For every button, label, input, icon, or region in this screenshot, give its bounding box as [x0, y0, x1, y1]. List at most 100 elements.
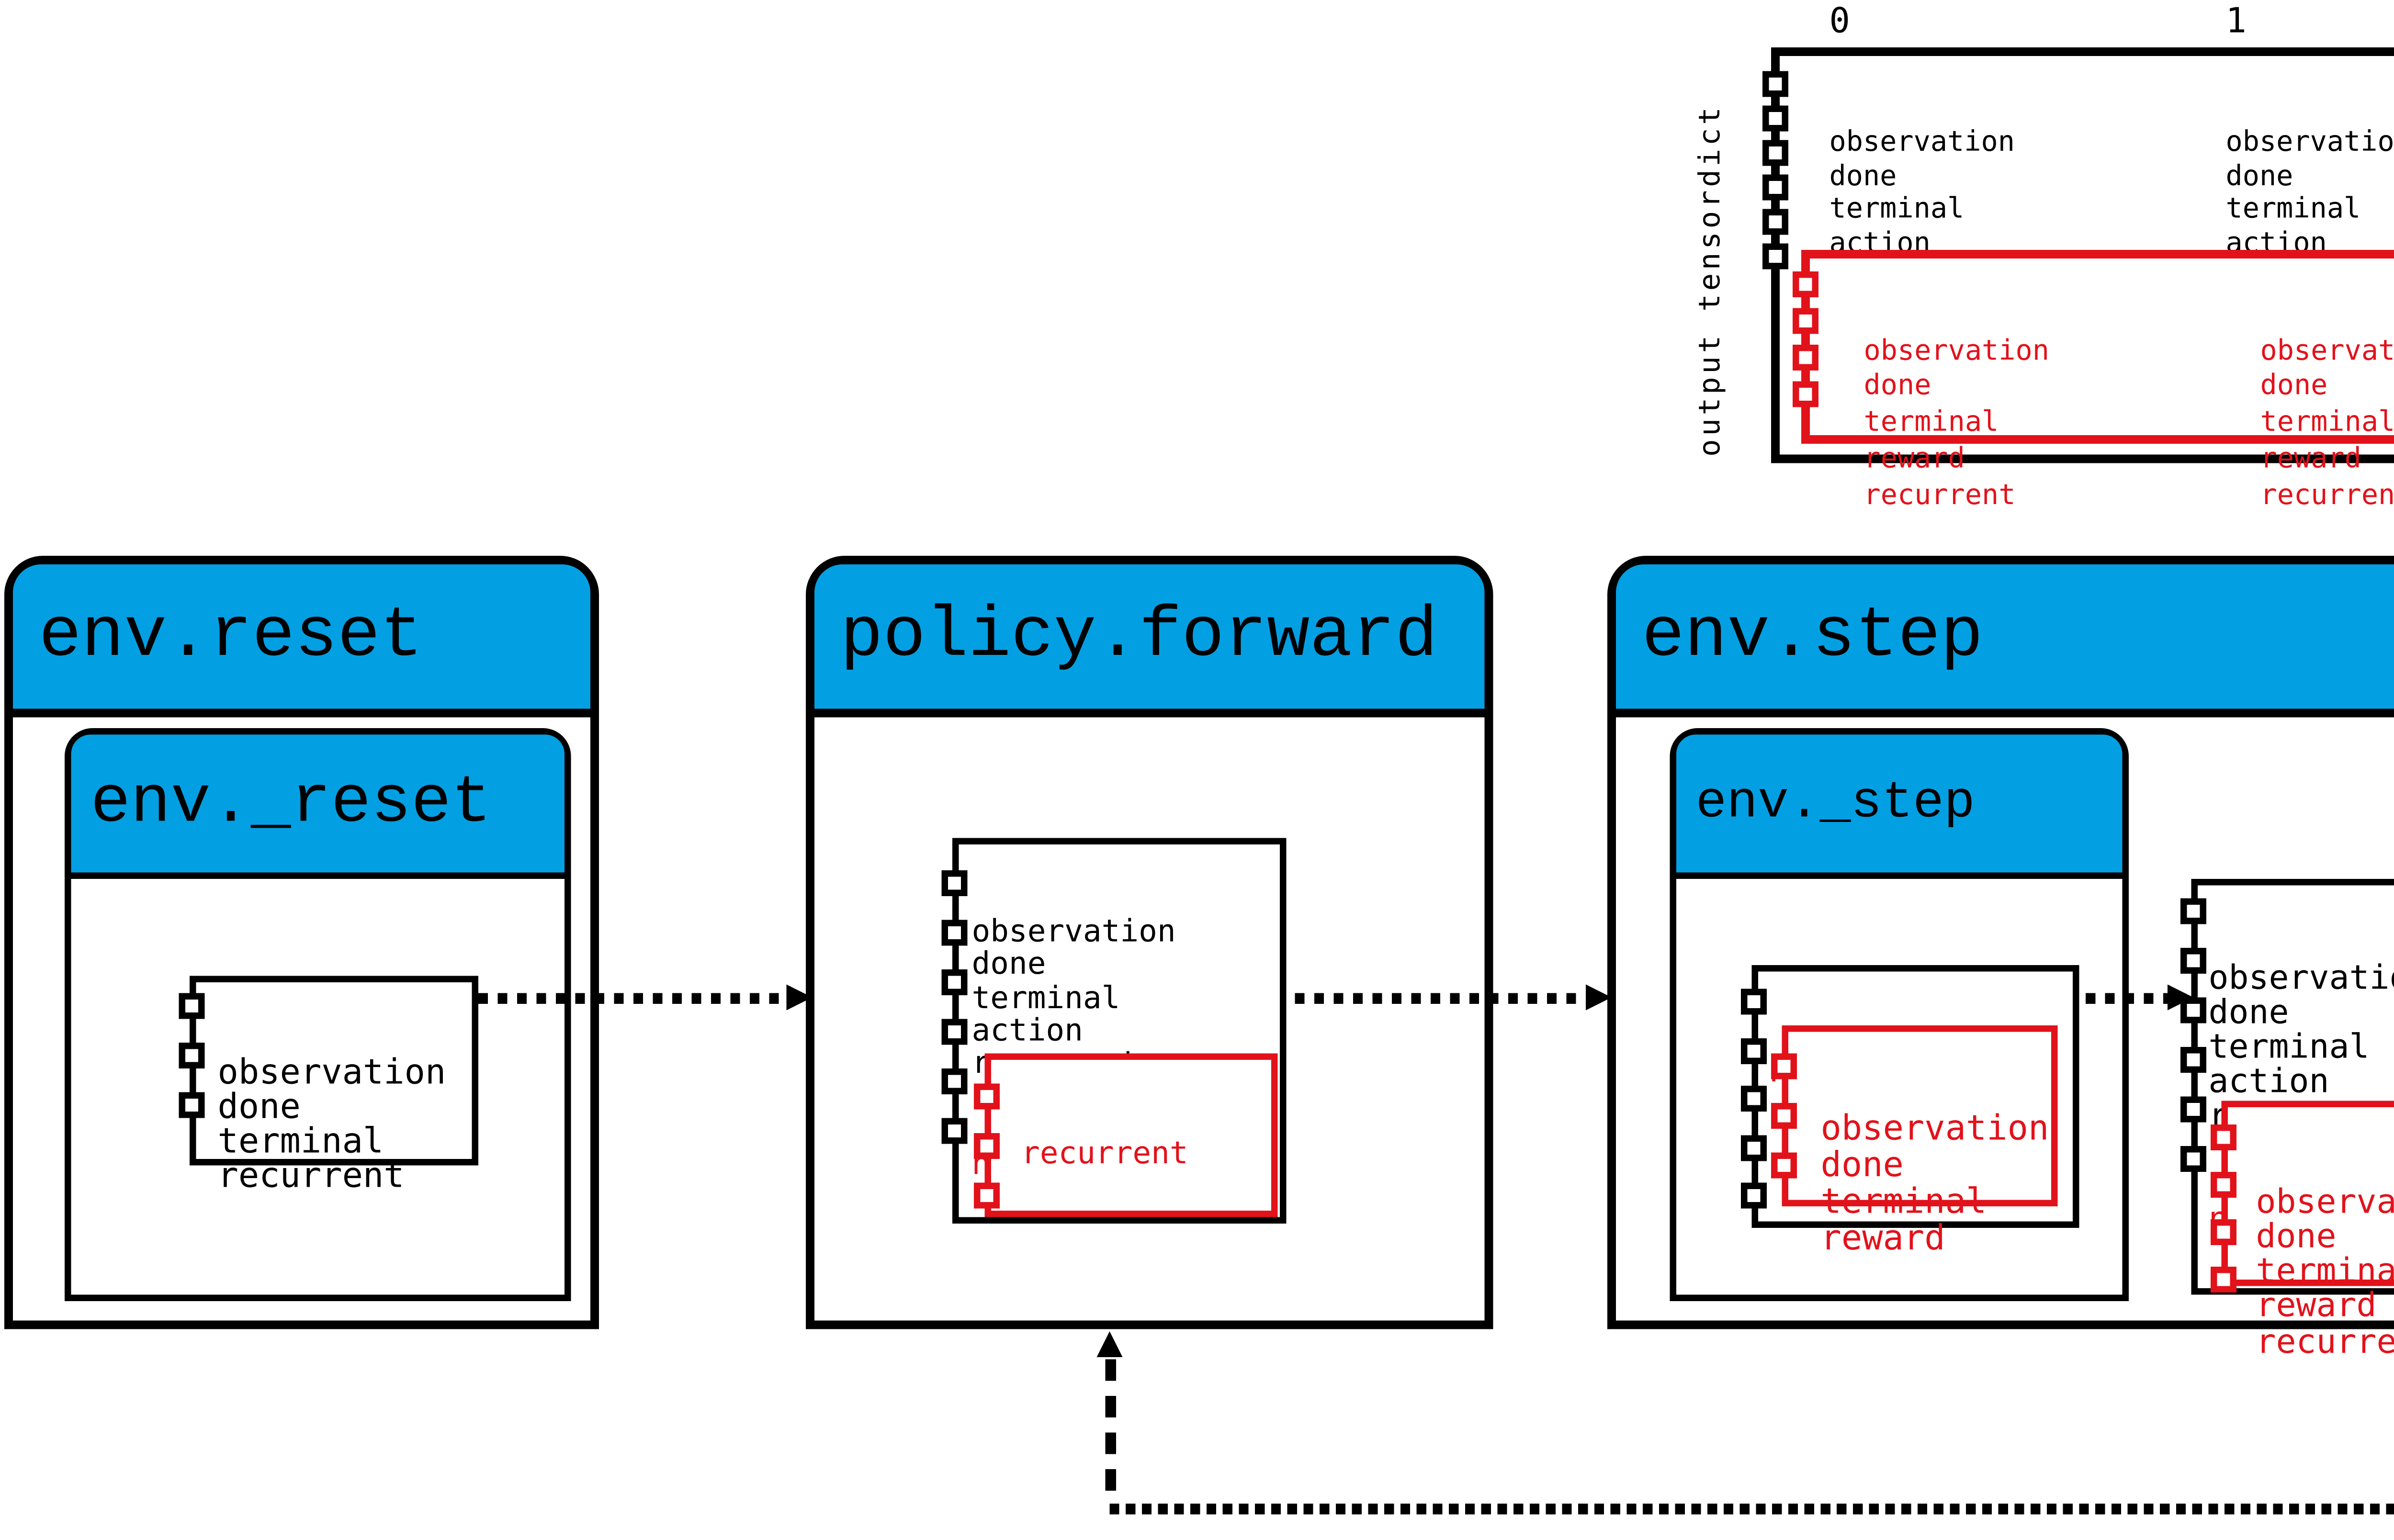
- td-key: action: [971, 1014, 1083, 1049]
- arrowhead-feedback-to-policy-icon: [1096, 1331, 1123, 1357]
- td-key: done: [1829, 160, 1897, 193]
- key-square-icon: [1741, 989, 1767, 1015]
- key-square-icon: [2180, 1047, 2206, 1073]
- policy-forward-header: policy.forward: [814, 564, 1485, 718]
- key-square-icon: [1762, 105, 1788, 132]
- policy-next-tensordict-keys: recurrent: [1021, 1068, 1188, 1241]
- key-square-icon: [179, 993, 205, 1019]
- td-key: observation: [1820, 1107, 2049, 1148]
- policy-forward-title: policy.forward: [840, 596, 1438, 676]
- key-square-icon: [1741, 1086, 1767, 1112]
- td-key: recurrent: [2260, 480, 2394, 513]
- key-square-icon: [1793, 345, 1818, 371]
- td-key: recurrent: [1863, 480, 2016, 513]
- td-key: done: [2256, 1217, 2337, 1256]
- td-key: done: [2260, 371, 2328, 404]
- td-key: terminal: [2260, 407, 2394, 440]
- td-key: observation: [2256, 1181, 2394, 1221]
- key-square-icon: [1762, 174, 1788, 201]
- key-square-icon: [1771, 1053, 1797, 1079]
- td-key: done: [971, 948, 1046, 983]
- output-tensordict-side-label: output tensordict: [1694, 104, 1728, 457]
- env-reset-title: env.reset: [39, 596, 423, 676]
- td-key: done: [2208, 993, 2289, 1032]
- td-key: done: [2225, 160, 2293, 193]
- td-key: action: [2208, 1062, 2329, 1101]
- td-key: terminal: [1829, 194, 1965, 226]
- key-square-icon: [2180, 1096, 2206, 1123]
- key-square-icon: [941, 920, 968, 946]
- key-square-icon: [941, 870, 968, 896]
- td-key: done: [1863, 371, 1931, 404]
- key-square-icon: [1771, 1152, 1797, 1179]
- key-square-icon: [2211, 1124, 2236, 1150]
- arrow-policy-to-step: [1295, 993, 1590, 1003]
- key-square-icon: [941, 1118, 968, 1144]
- td-key: recurrent: [2256, 1322, 2394, 1361]
- td-key: terminal: [217, 1120, 384, 1161]
- arrowhead-internal-step-to-result-icon: [2168, 984, 2193, 1011]
- key-square-icon: [2180, 1146, 2206, 1172]
- arrow-reset-to-policy: [478, 993, 791, 1003]
- td-key: observation: [1863, 335, 2049, 368]
- key-square-icon: [1762, 71, 1788, 97]
- policy-next-tensordict-box: recurrent: [974, 1053, 1278, 1217]
- key-square-icon: [1741, 1037, 1767, 1063]
- key-square-icon: [1762, 140, 1788, 166]
- key-square-icon: [1793, 381, 1818, 407]
- env-reset-header: env.reset: [13, 564, 590, 718]
- key-square-icon: [2211, 1219, 2236, 1245]
- td-key: reward: [2260, 443, 2361, 476]
- td-key: terminal: [2208, 1027, 2370, 1067]
- key-square-icon: [2180, 898, 2206, 924]
- key-square-icon: [2211, 1172, 2236, 1198]
- key-square-icon: [941, 1019, 968, 1045]
- key-square-icon: [974, 1133, 1000, 1159]
- key-square-icon: [1762, 209, 1788, 235]
- arrow-internal-step-to-result: [2086, 993, 2172, 1003]
- td-key: done: [1820, 1143, 1904, 1184]
- td-key: observation: [2208, 958, 2394, 998]
- key-square-icon: [1741, 1134, 1767, 1160]
- key-square-icon: [2180, 948, 2206, 974]
- env-internal-reset-title: env._reset: [90, 765, 492, 842]
- td-key: recurrent: [1021, 1137, 1188, 1172]
- td-key: observation: [1829, 127, 2015, 160]
- key-square-icon: [1762, 243, 1788, 270]
- feedback-bottom-line: [1109, 1504, 2394, 1514]
- feedback-up-line: [1105, 1359, 1115, 1506]
- env-step-header: env.step: [1616, 564, 2394, 718]
- key-square-icon: [2211, 1267, 2236, 1293]
- arrowhead-policy-to-step-icon: [1586, 984, 1612, 1011]
- arrowhead-reset-to-policy-icon: [786, 984, 813, 1011]
- key-square-icon: [941, 1068, 968, 1094]
- td-key: terminal: [1863, 407, 1999, 440]
- key-square-icon: [179, 1092, 205, 1118]
- key-square-icon: [1793, 271, 1818, 297]
- td-key: done: [217, 1086, 301, 1127]
- td-key: observation: [2225, 127, 2394, 160]
- env-internal-step-title: env._step: [1695, 774, 1975, 833]
- key-square-icon: [941, 969, 968, 995]
- td-key: observation: [217, 1052, 446, 1093]
- key-square-icon: [974, 1083, 1000, 1110]
- column-header-0: 0: [1829, 0, 1850, 41]
- td-key: observation: [971, 915, 1176, 950]
- column-header-1: 1: [2225, 0, 2247, 41]
- td-key: reward: [1820, 1216, 1945, 1257]
- td-key: recurrent: [217, 1153, 405, 1195]
- td-key: reward: [1863, 443, 1965, 476]
